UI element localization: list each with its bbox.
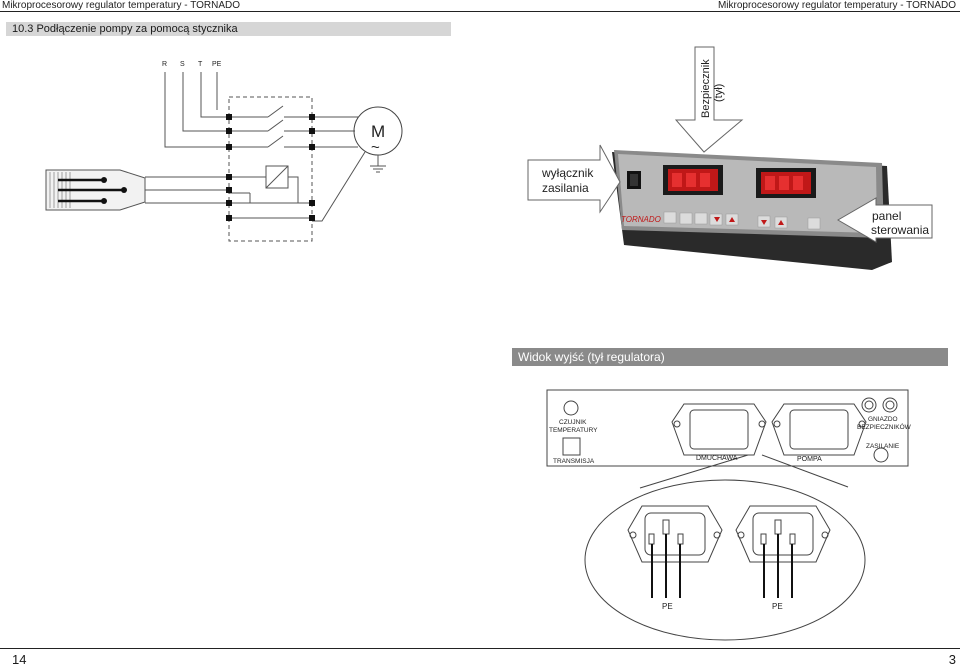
pe-label-left: PE [662,602,673,611]
transmission-label: TRANSMISJA [553,458,595,465]
wiring-nodes [226,114,315,221]
fuse-callout-line1: Bezpiecznik [700,59,712,118]
panel-callout-arrow [837,197,933,243]
zoomed-socket-left [627,505,723,563]
fuse-callout-line2: (tył) [713,84,725,102]
contactor-box [228,96,313,242]
transmission-socket [562,437,581,456]
running-header-right: Mikroprocesorowy regulator temperatury -… [717,0,956,11]
wiring-diagram: R S T PE [145,61,403,242]
fuse-socket-1 [861,397,877,413]
fuse-socket-label-line1: GNIAZDO [868,416,898,423]
svg-text:TORNADO: TORNADO [621,215,661,224]
footer-rule [0,648,960,649]
motor-label: M [371,122,385,141]
fuse-callout-arrow [674,46,744,153]
panel-callout-line2: sterowania [871,223,929,237]
zoom-ellipse [584,479,866,641]
switch-callout-arrow [527,144,621,214]
rear-view-title: Widok wyjść (tył regulatora) [518,350,665,364]
motor-ac-symbol: ~ [371,139,380,156]
fuse-socket-2 [882,397,898,413]
rear-view-title-bar [512,348,948,366]
page-number-right: 3 [948,652,956,667]
section-title: 10.3 Podłączenie pompy za pomocą styczni… [12,23,238,35]
pump-socket [771,403,867,456]
panel-callout-line1: panel [872,209,901,223]
phase-r-label: R [162,61,167,68]
running-header-left: Mikroprocesorowy regulator temperatury -… [2,0,241,11]
pe-label-right: PE [772,602,783,611]
sensor-label-line2: TEMPERATURY [549,427,598,434]
rear-panel [546,389,909,641]
phase-t-label: T [198,61,203,68]
blower-label: DMUCHAWA [696,455,738,462]
power-label: ZASILANIE [866,443,900,450]
zoomed-wires [651,534,793,598]
sensor-label-line1: CZUJNIK [559,419,587,426]
power-socket [873,447,889,463]
page-number-left: 14 [12,652,27,667]
sensor-socket [563,400,579,416]
pump-label: POMPA [797,456,822,463]
wire-r [164,72,229,148]
wire-pe-motor [312,151,366,222]
fuse-socket-label-line2: BEZPIECZNIKÓW [857,422,912,431]
switch-callout-line1: wyłącznik [541,166,594,180]
blower-socket [671,403,767,456]
zoomed-socket-right [735,505,831,563]
phase-s-label: S [180,61,185,68]
controller-device-photo: TORNADO [612,150,892,270]
wire-s [182,72,229,132]
controller-plug-icon [45,169,146,211]
section-title-bar [6,22,451,36]
wire-t [200,72,229,118]
phase-pe-label: PE [212,61,222,68]
header-rule [0,11,960,12]
switch-callout-line2: zasilania [542,181,589,195]
